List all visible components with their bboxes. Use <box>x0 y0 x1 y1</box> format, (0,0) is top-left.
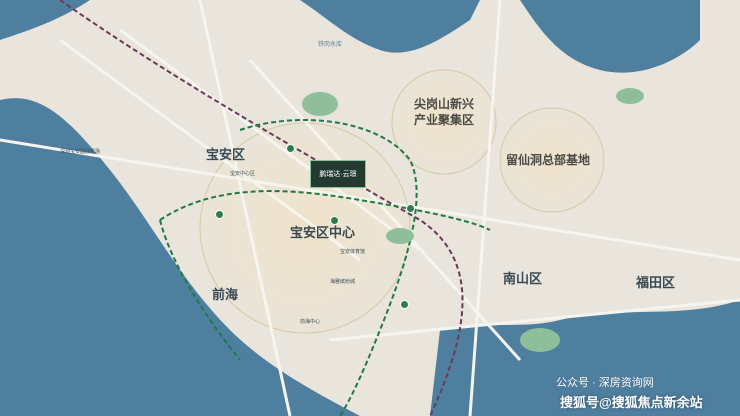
reservoir-north <box>300 0 480 53</box>
poi-airport: 深圳宝安国际机场 <box>60 149 101 155</box>
district-futian: 福田区 <box>636 275 676 290</box>
poi-label: 海雅缤纷城 <box>330 279 356 285</box>
parks <box>302 88 644 352</box>
metro-station[interactable] <box>215 210 224 219</box>
district-baoan: 宝安区 <box>206 147 246 162</box>
poi-label: 宝安中心区 <box>230 171 256 177</box>
sea-west <box>0 98 360 416</box>
zone-jiangangshan-line2: 产业聚集区 <box>414 113 475 127</box>
sea-south <box>430 300 740 416</box>
jiangangshan-area <box>391 69 497 175</box>
district-qianhai: 前海 <box>212 287 239 302</box>
poi-label: 前海中心 <box>300 319 321 325</box>
zone-jiangangshan-line1: 尖岗山新兴 <box>414 97 475 111</box>
metro-station[interactable] <box>400 300 409 309</box>
metro-station[interactable] <box>406 204 415 213</box>
liuxiandong-area <box>499 107 605 213</box>
metro-line-green-loop <box>239 119 418 416</box>
metro-line-purple <box>59 0 464 416</box>
metro-line-green-west <box>159 219 241 361</box>
zone-liuxiandong: 留仙洞总部基地 <box>506 153 591 167</box>
project-marker[interactable]: 鹏瑞达·云璟 <box>310 160 366 188</box>
watermark-sohu: 搜狐号@搜狐焦点新余站 <box>560 395 703 410</box>
reservoir-east <box>520 0 700 73</box>
district-nanshan: 南山区 <box>503 271 543 286</box>
reservoir-label: 铁岗水库 <box>318 42 343 48</box>
watermark-public-account: 公众号 · 深房资询网 <box>556 377 654 389</box>
metro-line-green-ring <box>159 190 491 231</box>
metro-station[interactable] <box>286 144 295 153</box>
metro-station[interactable] <box>330 216 339 225</box>
sea-west-top <box>0 0 90 40</box>
district-baoan-center: 宝安区中心 <box>290 225 356 240</box>
poi-label: 宝安体育馆 <box>340 249 366 255</box>
